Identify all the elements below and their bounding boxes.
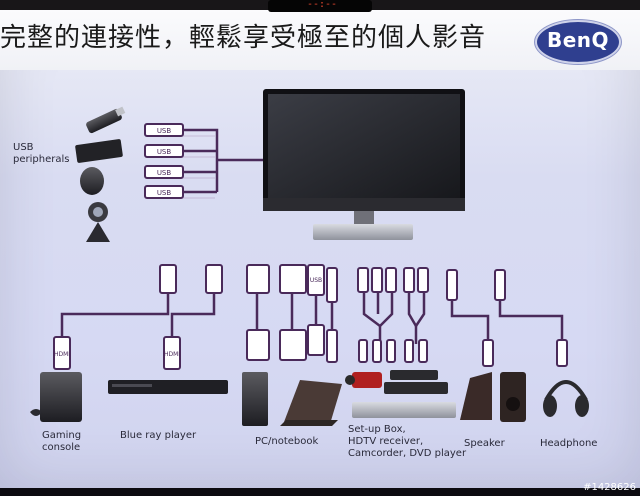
timer-digits: --:-- [306, 0, 338, 10]
dvd-player-icon [352, 402, 456, 418]
gaming-console-icon [30, 372, 82, 422]
usb-peripherals-label: USB peripherals [13, 142, 69, 166]
speaker-icon [460, 372, 526, 422]
usb-plug-label: USB [157, 148, 172, 156]
top-timer-display [268, 0, 372, 12]
usb-plug-2: USB [144, 144, 184, 158]
tv-monitor [263, 89, 465, 240]
speaker-label: Speaker [464, 438, 505, 449]
av-devices-label-line2: HDTV receiver, [348, 436, 424, 447]
slide-header [0, 10, 640, 70]
notebook-icon [280, 380, 342, 426]
watermark: #1428626 [583, 482, 636, 493]
headphone-label: Headphone [540, 438, 598, 449]
benq-logo: BenQ [537, 22, 619, 62]
bottom-connectors [53, 324, 568, 370]
usb-flash-drive-icon [86, 106, 126, 134]
av-devices-label: Set-up Box, HDTV receiver, Camcorder, DV… [348, 424, 466, 460]
gaming-console-label: Gaming console [42, 430, 81, 454]
hdmi-label-gaming: HDMI [54, 351, 70, 358]
usb-plug-label: USB [157, 127, 172, 135]
headphone-icon [543, 380, 589, 417]
card-reader-icon [75, 139, 123, 163]
hdmi-label-bluray: HDMI [164, 351, 180, 358]
blu-ray-player-icon [108, 380, 228, 394]
slide-title: 完整的連接性，輕鬆享受極至的個人影音 [0, 23, 487, 53]
blu-ray-player-label: Blue ray player [120, 430, 197, 441]
usb-peripherals-label-line1: USB [13, 142, 34, 153]
set-top-box-icon [384, 370, 448, 394]
av-devices-label-line3: Camcorder, DVD player [348, 448, 467, 459]
webcam-icon [86, 202, 110, 242]
gaming-console-label-line2: console [42, 442, 81, 453]
av-devices-label-line1: Set-up Box, [348, 424, 406, 435]
usb-cables [182, 128, 263, 194]
gaming-console-label-line1: Gaming [42, 430, 82, 441]
usb-plug-label: USB [157, 169, 172, 177]
usb-plug-label: USB [157, 189, 172, 197]
usb-peripherals-label-line2: peripherals [13, 154, 70, 165]
top-connectors [159, 264, 506, 303]
camcorder-icon [345, 372, 382, 388]
usb-plug-3: USB [144, 165, 184, 179]
benq-logo-text: BenQ [546, 28, 610, 52]
mouse-icon [80, 167, 104, 195]
pc-tower-icon [242, 372, 268, 426]
usb-label-pc: USB [310, 277, 322, 284]
pc-notebook-label: PC/notebook [255, 436, 319, 447]
usb-plug-4: USB [144, 185, 184, 199]
usb-plug-1: USB [144, 123, 184, 137]
